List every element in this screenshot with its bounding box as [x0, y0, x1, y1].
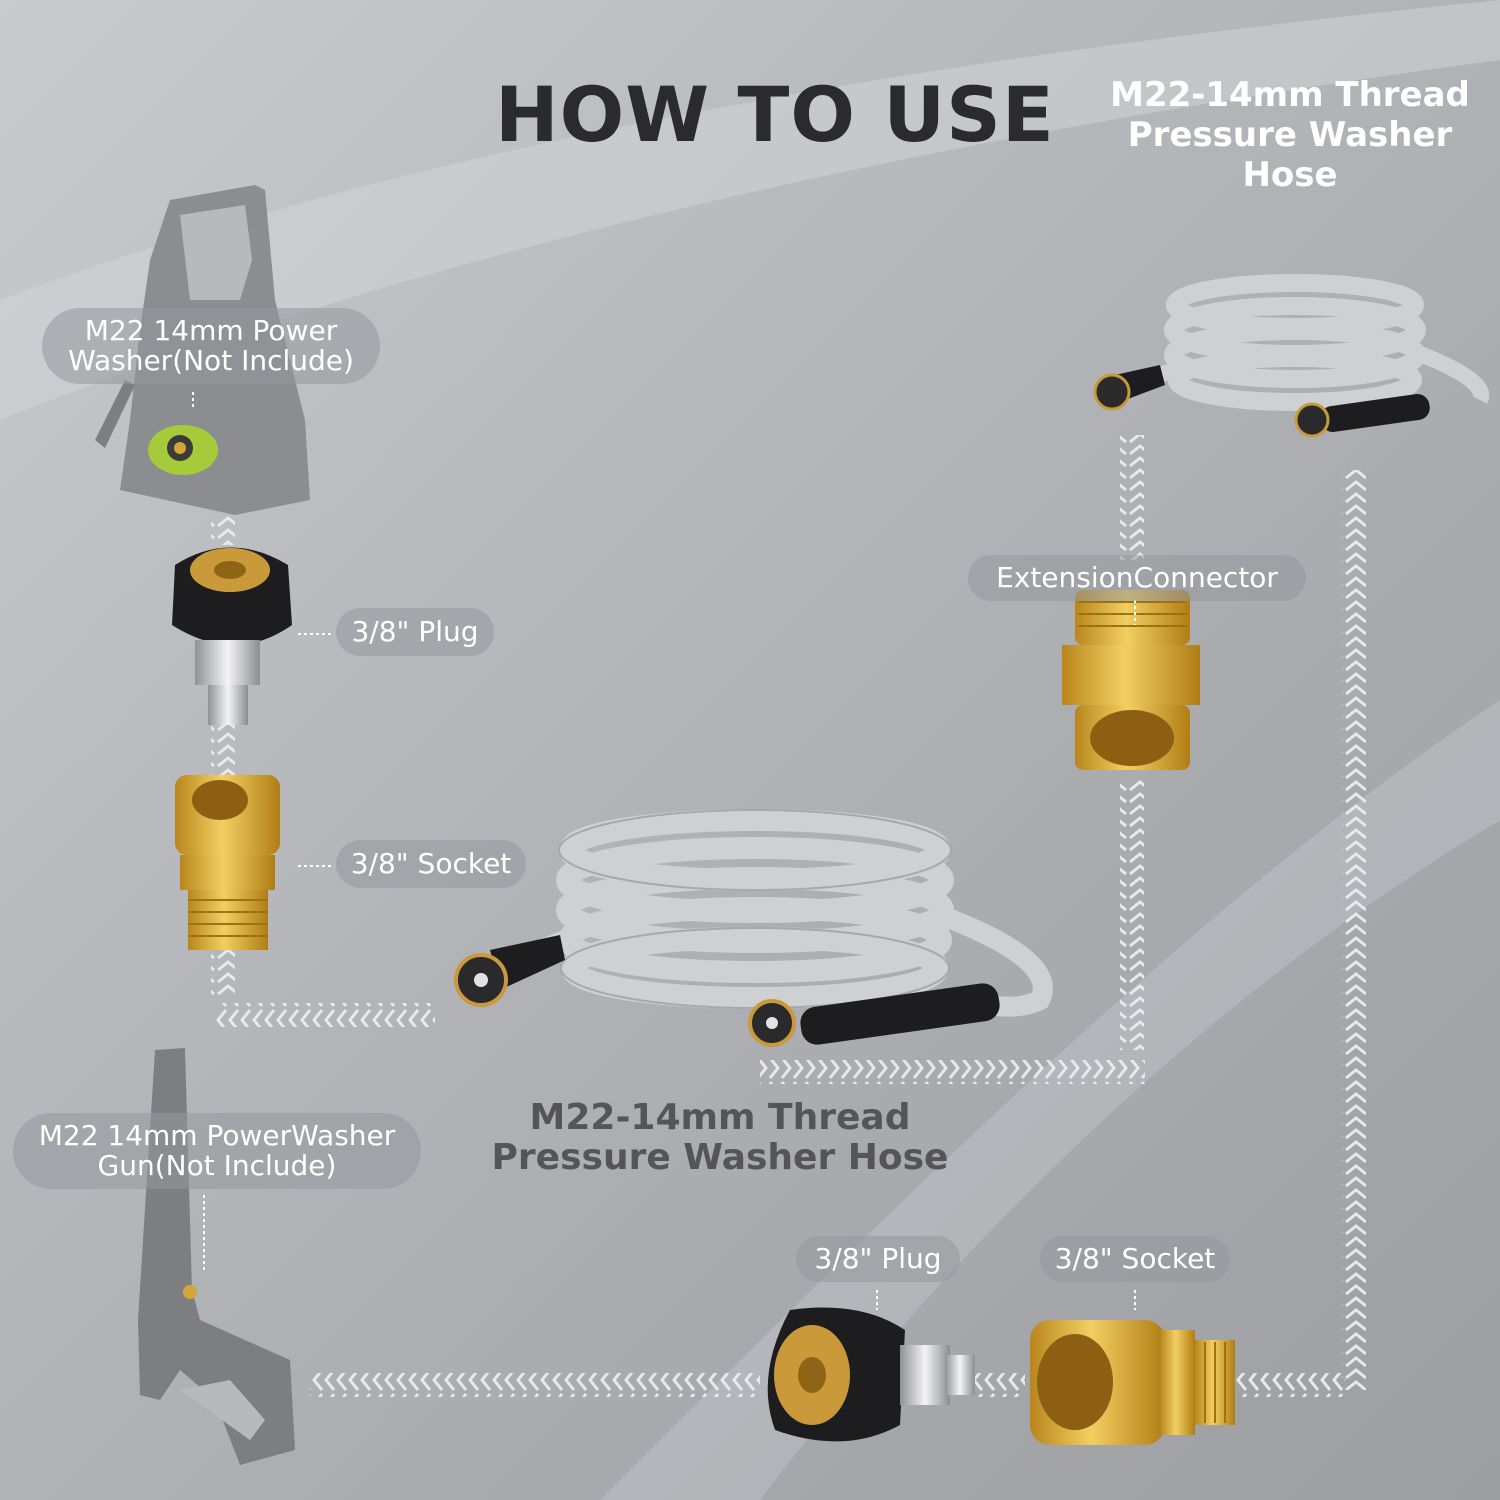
label-plug-left: 3/8" Plug	[336, 608, 494, 656]
pointer-arrows	[192, 392, 1136, 1310]
top-right-hose-image	[1122, 274, 1490, 411]
top-right-hose-fittings	[1093, 365, 1430, 438]
plug-bottom-image	[767, 1307, 975, 1442]
spray-gun-image	[138, 1048, 295, 1465]
label-center-hose: M22-14mm Thread Pressure Washer Hose	[491, 1097, 949, 1178]
extension-connector-image	[1062, 590, 1200, 770]
center-hose-fittings	[454, 935, 1000, 1047]
socket-bottom-image	[1030, 1320, 1235, 1445]
label-socket-left: 3/8" Socket	[336, 840, 526, 888]
top-right-hose-title: M22-14mm Thread Pressure Washer Hose	[1110, 75, 1470, 195]
label-gun: M22 14mm PowerWasher Gun(Not Include)	[13, 1113, 421, 1189]
page-title: HOW TO USE	[495, 70, 1055, 159]
center-hose-image	[490, 809, 1053, 1017]
plug-left-image	[172, 547, 292, 725]
label-power-washer: M22 14mm Power Washer(Not Include)	[42, 308, 380, 384]
flow-arrows	[211, 435, 1366, 1397]
label-socket-bottom: 3/8" Socket	[1040, 1236, 1230, 1282]
socket-left-image	[175, 775, 280, 950]
label-extension-connector: ExtensionConnector	[968, 555, 1306, 601]
label-plug-bottom: 3/8" Plug	[796, 1236, 960, 1282]
